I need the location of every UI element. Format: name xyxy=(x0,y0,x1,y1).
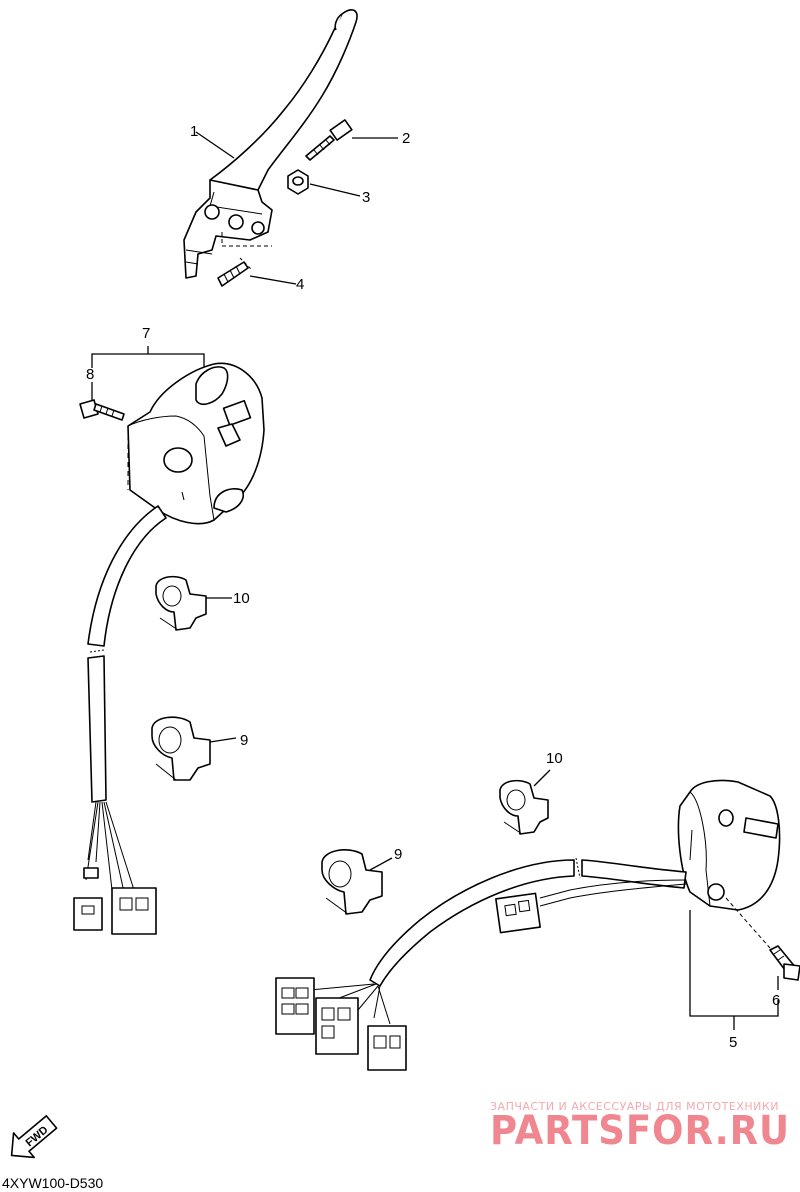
callout-9-right: 9 xyxy=(394,846,402,863)
callout-8: 8 xyxy=(86,366,94,383)
nut-part-3 xyxy=(287,169,309,195)
clamp-part-10-left xyxy=(155,575,232,631)
fwd-arrow-icon: FWD xyxy=(10,1115,58,1159)
right-switch-assembly xyxy=(275,779,781,1071)
callout-1: 1 xyxy=(190,123,198,140)
callout-4: 4 xyxy=(296,276,304,293)
clamp-part-10-right xyxy=(499,769,551,835)
callout-5: 5 xyxy=(729,1034,737,1051)
screw-part-4 xyxy=(217,257,253,287)
callout-10-right: 10 xyxy=(546,750,563,767)
watermark-tagline: ЗАПЧАСТИ И АКСЕССУАРЫ ДЛЯ МОТОТЕХНИКИ xyxy=(490,1100,779,1113)
callout-2: 2 xyxy=(402,130,410,147)
bolt-part-2 xyxy=(305,119,353,161)
callout-9-left: 9 xyxy=(240,732,248,749)
clamp-part-9-right xyxy=(321,849,393,915)
callout-7: 7 xyxy=(142,325,150,342)
callout-10-left: 10 xyxy=(233,590,250,607)
lever-part xyxy=(183,9,358,279)
diagram-code: 4XYW100-D530 xyxy=(2,1175,103,1191)
left-switch-assembly xyxy=(73,346,265,935)
callout-6: 6 xyxy=(772,992,780,1009)
screw-part-6 xyxy=(725,897,800,990)
watermark-brand: PARTSFOR.RU xyxy=(490,1108,790,1154)
clamp-part-9-left xyxy=(151,716,237,781)
callout-3: 3 xyxy=(362,189,370,206)
screw-part-8 xyxy=(79,382,125,421)
